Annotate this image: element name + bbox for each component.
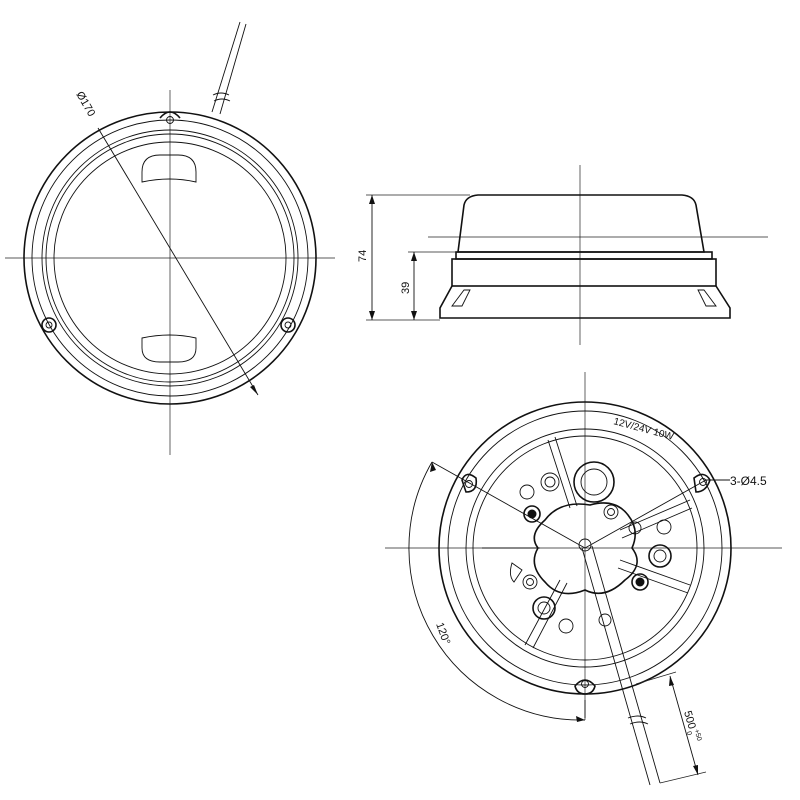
bottom-view-d-mark <box>509 562 523 583</box>
side-view-dim-39-label: 39 <box>400 282 412 294</box>
bottom-view-boss-top <box>573 461 615 503</box>
side-view-clip-right <box>697 289 717 307</box>
bottom-view-hub <box>533 502 638 595</box>
bottom-view-boss-right-upper <box>603 504 619 520</box>
top-view-lens <box>53 141 287 375</box>
bottom-view-mounting-hole-bottom <box>574 679 596 695</box>
bottom-view-hole-lower <box>558 618 574 634</box>
bottom-view-cable-length: 500 <box>681 710 698 731</box>
bottom-view-ring-3 <box>465 428 705 668</box>
bottom-view-boss-right <box>648 544 672 568</box>
bottom-view-rating-label: 12V/24V 10W <box>612 416 675 443</box>
bottom-view-screw-right <box>631 573 649 591</box>
top-view-mounting-ear-right <box>280 317 296 333</box>
side-view-base-body <box>451 258 717 287</box>
bottom-view-cable-tol-lower: 0 <box>685 731 693 737</box>
bottom-view-cable-dim-line <box>669 675 699 776</box>
bottom-view-cable <box>581 545 661 786</box>
bottom-view-ring-2 <box>447 410 723 686</box>
bottom-view-holes-label: 3-Ø4.5 <box>730 474 767 488</box>
top-view-ring-3 <box>41 129 299 387</box>
top-view-diameter-arrow <box>250 385 258 395</box>
bottom-view-cable-tol-upper: +50 <box>692 728 702 741</box>
bottom-view-hole-right-1 <box>628 521 642 535</box>
bottom-view-hole-right-2 <box>656 519 672 535</box>
side-view-collar <box>455 251 713 260</box>
top-view-ring-2 <box>31 119 309 397</box>
bottom-view-angle-arc <box>408 461 586 721</box>
bottom-view: 12V/24V 10W 3-Ø4.5 120° 500 +50 0 <box>385 372 782 786</box>
bottom-view-hole-lower-right <box>598 613 612 627</box>
bottom-view-angle-label: 120° <box>433 621 452 646</box>
top-view-window-lower <box>141 334 197 363</box>
bottom-view-boss-upper-left <box>540 472 560 492</box>
top-view-ring-4 <box>45 133 295 383</box>
bottom-view-screw-left <box>523 505 541 523</box>
side-view: 74 39 <box>357 165 768 345</box>
bottom-view-ring-4 <box>472 435 698 661</box>
top-view-cable <box>211 21 247 115</box>
side-view-clip-left <box>451 289 471 307</box>
side-view-dim-74-label: 74 <box>357 250 369 262</box>
bottom-view-mounting-hole-left <box>461 473 478 493</box>
bottom-view-boss-lower-left <box>522 574 538 590</box>
top-view-diameter-leader <box>97 127 259 396</box>
top-view-mounting-ear-top <box>159 111 181 124</box>
bottom-view-ribs <box>482 436 693 649</box>
bottom-view-angle-line <box>431 461 586 549</box>
top-view-mounting-ear-left <box>41 317 57 333</box>
top-view: Ø170 <box>5 21 335 455</box>
side-view-flange <box>439 285 731 319</box>
side-view-lens-dome <box>457 194 705 253</box>
bottom-view-hole-leader <box>584 479 707 549</box>
top-view-window-upper <box>141 154 197 183</box>
top-view-diameter-label: Ø170 <box>73 90 97 119</box>
bottom-view-boss-lower <box>532 596 556 620</box>
bottom-view-hole-left-top <box>519 484 535 500</box>
